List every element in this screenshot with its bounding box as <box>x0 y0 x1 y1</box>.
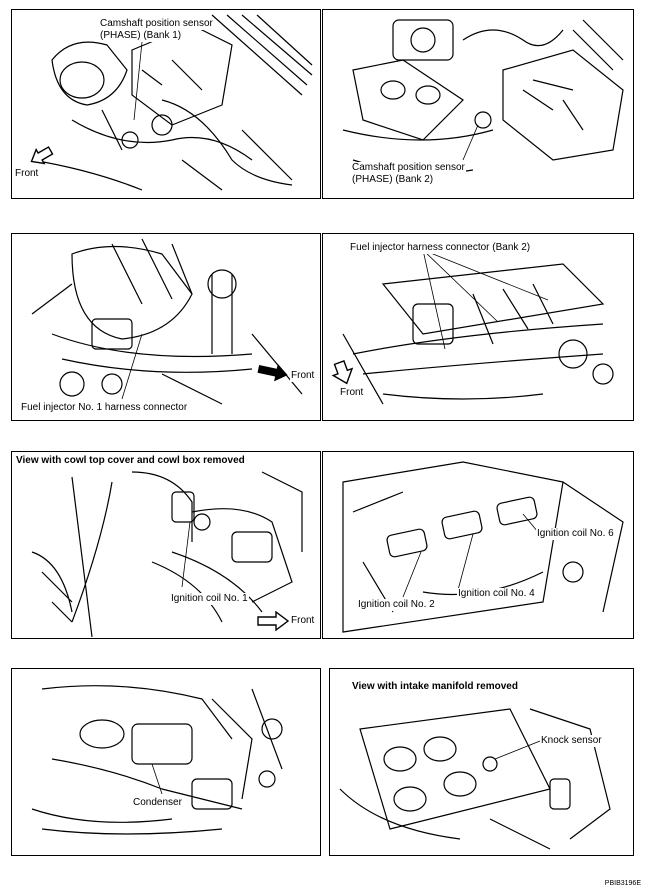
panel-knock-sensor: View with intake manifold removed Knock … <box>329 668 634 856</box>
label-front: Front <box>14 168 40 180</box>
label-camshaft-sensor: Camshaft position sensor <box>99 18 214 30</box>
panel-ignition-coils-2-4-6: Ignition coil No. 6 Ignition coil No. 2 … <box>322 451 634 639</box>
engine-illustration <box>31 471 303 638</box>
label-ignition-coil-no6: Ignition coil No. 6 <box>536 528 615 540</box>
label-phase-bank1: (PHASE) (Bank 1) <box>99 30 183 42</box>
engine-illustration <box>339 708 611 850</box>
engine-illustration <box>342 249 614 405</box>
panel-condenser: Condenser <box>11 668 321 856</box>
front-arrow-icon <box>331 360 354 385</box>
panel-fuel-injector-no1: Front Fuel injector No. 1 harness connec… <box>11 233 321 421</box>
engine-illustration <box>31 14 313 191</box>
panel-ignition-coil-no1: View with cowl top cover and cowl box re… <box>11 451 321 639</box>
label-condenser: Condenser <box>132 797 183 809</box>
panel-camshaft-sensor-bank1: Camshaft position sensor (PHASE) (Bank 1… <box>11 9 321 199</box>
engine-illustration <box>31 685 283 835</box>
figure-code: PBIB3196E <box>604 880 641 887</box>
front-arrow-icon <box>257 611 290 631</box>
panel-header: View with intake manifold removed <box>352 681 518 692</box>
label-knock-sensor: Knock sensor <box>540 735 603 747</box>
label-ignition-coil-no1: Ignition coil No. 1 <box>170 593 249 605</box>
label-ignition-coil-no4: Ignition coil No. 4 <box>457 588 536 600</box>
label-front: Front <box>290 615 316 627</box>
panel-fuel-injector-bank2: Fuel injector harness connector (Bank 2)… <box>322 233 634 421</box>
label-fuel-injector-no1: Fuel injector No. 1 harness connector <box>20 402 189 414</box>
label-front: Front <box>290 370 316 382</box>
label-phase-bank2: (PHASE) (Bank 2) <box>351 174 435 186</box>
front-arrow-icon <box>30 146 54 165</box>
panel-header: View with cowl top cover and cowl box re… <box>16 455 245 466</box>
engine-illustration <box>31 238 303 405</box>
label-ignition-coil-no2: Ignition coil No. 2 <box>357 599 436 611</box>
label-camshaft-sensor: Camshaft position sensor <box>351 162 466 174</box>
label-fuel-injector-bank2: Fuel injector harness connector (Bank 2) <box>349 242 532 254</box>
front-arrow-icon <box>257 363 288 382</box>
panel-camshaft-sensor-bank2: Camshaft position sensor (PHASE) (Bank 2… <box>322 9 634 199</box>
label-front: Front <box>339 387 365 399</box>
